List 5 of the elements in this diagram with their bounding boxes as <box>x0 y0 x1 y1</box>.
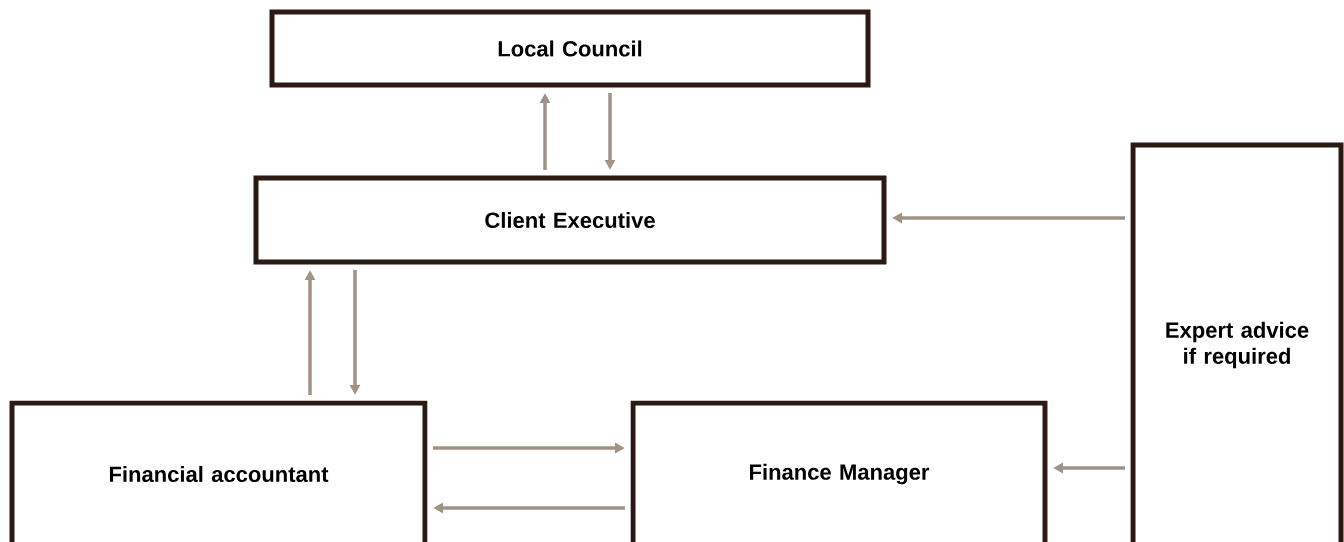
process-box: Expert advice if required <box>1130 142 1344 542</box>
process-box: Financial accountant <box>9 400 428 542</box>
process-box: Client Executive <box>253 175 887 265</box>
process-box: Local Council <box>269 9 871 88</box>
process-box: Finance Manager <box>630 400 1048 542</box>
